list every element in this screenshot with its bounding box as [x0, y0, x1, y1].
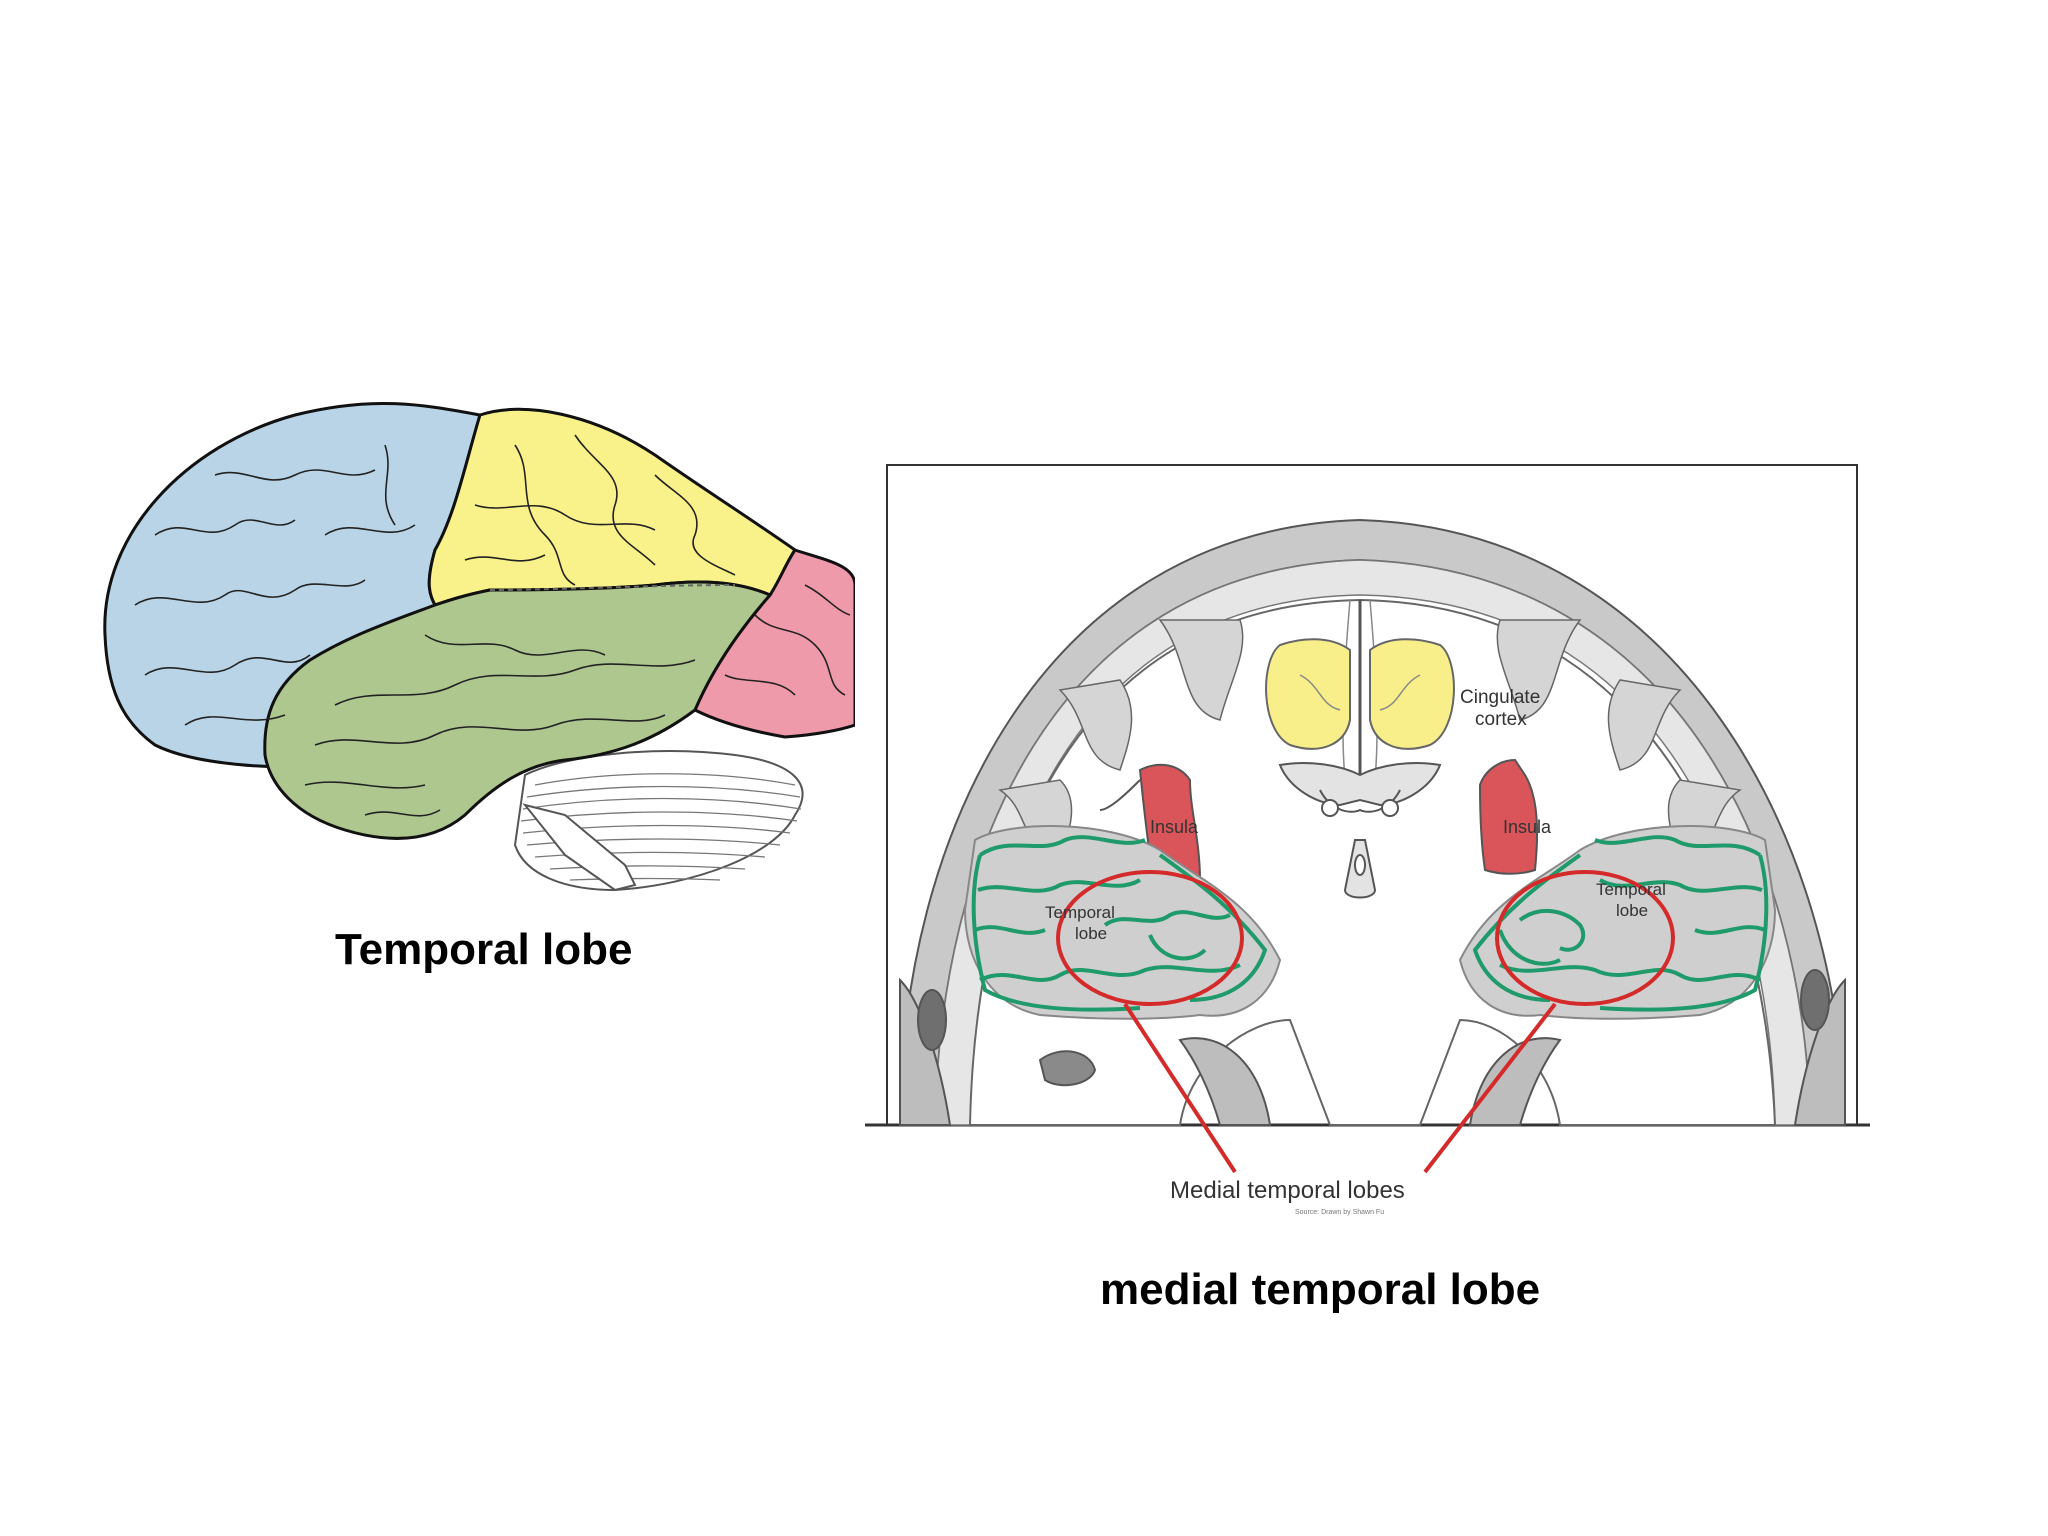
label-insula-left: Insula [1150, 817, 1199, 837]
temporal-lobe [263, 580, 773, 840]
label-temporal-right-line2: lobe [1616, 901, 1648, 920]
caption-temporal-lobe: Temporal lobe [335, 925, 633, 974]
cingulate-cortex [1265, 638, 1455, 750]
label-cingulate-line1: Cingulate [1460, 687, 1540, 708]
coronal-section-diagram: Cingulate cortex Insula Insula Temporal … [865, 464, 1870, 1216]
label-temporal-right-line1: Temporal [1596, 880, 1666, 899]
label-cingulate-line2: cortex [1475, 709, 1527, 730]
insula-right [1478, 758, 1539, 875]
label-insula-right: Insula [1503, 817, 1552, 837]
label-temporal-left-line1: Temporal [1045, 903, 1115, 922]
label-temporal-left-line2: lobe [1075, 924, 1107, 943]
brainstem [522, 803, 637, 892]
lower-structures [899, 969, 1846, 1126]
label-source: Source: Drawn by Shawn Fu [1295, 1209, 1384, 1216]
ventricles [1278, 762, 1442, 899]
caption-medial-temporal-lobe: medial temporal lobe [1100, 1265, 1541, 1314]
medial-temporal-highlight [1056, 870, 1675, 1174]
lateral-brain-diagram [103, 401, 855, 892]
temporal-lobe-right [1458, 825, 1777, 1020]
sulci [134, 434, 851, 817]
label-medial-temporal-lobes: Medial temporal lobes [1170, 1177, 1405, 1204]
temporal-lobe-left [963, 825, 1282, 1020]
